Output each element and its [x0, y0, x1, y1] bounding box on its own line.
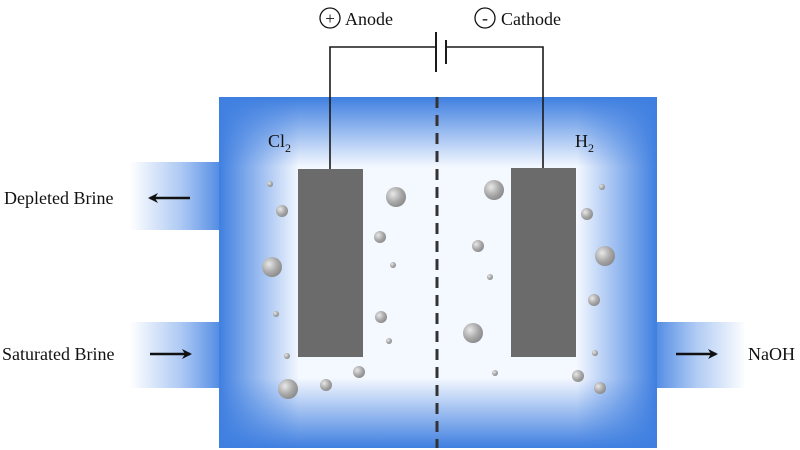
depleted-brine-label: Depleted Brine [4, 188, 113, 208]
bubble [492, 370, 498, 376]
bubble [588, 294, 600, 306]
anode-wire [329, 46, 436, 169]
bubble [320, 379, 332, 391]
bubble [463, 323, 483, 343]
bubble [267, 181, 273, 187]
minus-sign-icon [474, 7, 496, 29]
chlorine-symbol: Cl [268, 131, 285, 151]
bubble [284, 353, 290, 359]
depleted-brine-pipe [130, 162, 220, 230]
chlorine-subscript: 2 [285, 141, 291, 155]
cathode-label: Cathode [501, 9, 561, 29]
bubble [592, 350, 598, 356]
hydrogen-gas-label: H2 [575, 131, 594, 155]
cathode-wire [446, 46, 544, 168]
cathode-terminal: - Cathode [474, 7, 561, 29]
bubble [390, 262, 396, 268]
bubble [374, 231, 386, 243]
bubble [472, 240, 484, 252]
anode-electrode [298, 169, 363, 357]
cathode-electrode [511, 168, 576, 357]
bubble [386, 187, 406, 207]
naoh-label: NaOH [748, 344, 795, 364]
bubble [572, 370, 584, 382]
anode-terminal: + Anode [319, 7, 393, 29]
bubble [594, 382, 606, 394]
bubble [595, 246, 615, 266]
bubble [386, 338, 392, 344]
bubble [484, 180, 504, 200]
external-circuit [329, 46, 544, 169]
bubble [278, 379, 298, 399]
hydrogen-subscript: 2 [588, 141, 594, 155]
bubble [353, 366, 365, 378]
bubble [581, 208, 593, 220]
bubble [273, 311, 279, 317]
bubble [276, 205, 288, 217]
bubble [375, 311, 387, 323]
bubble [487, 274, 493, 280]
chlorine-gas-label: Cl2 [268, 131, 291, 155]
battery-symbol [435, 32, 447, 72]
saturated-brine-label: Saturated Brine [2, 344, 114, 364]
hydrogen-symbol: H [575, 131, 588, 151]
plus-sign-icon [319, 7, 341, 29]
anode-label: Anode [345, 9, 393, 29]
anode-sign: + [325, 9, 335, 28]
bubble [262, 257, 282, 277]
bubble [599, 184, 605, 190]
gas-bubbles [262, 180, 615, 399]
cathode-sign: - [482, 8, 488, 28]
